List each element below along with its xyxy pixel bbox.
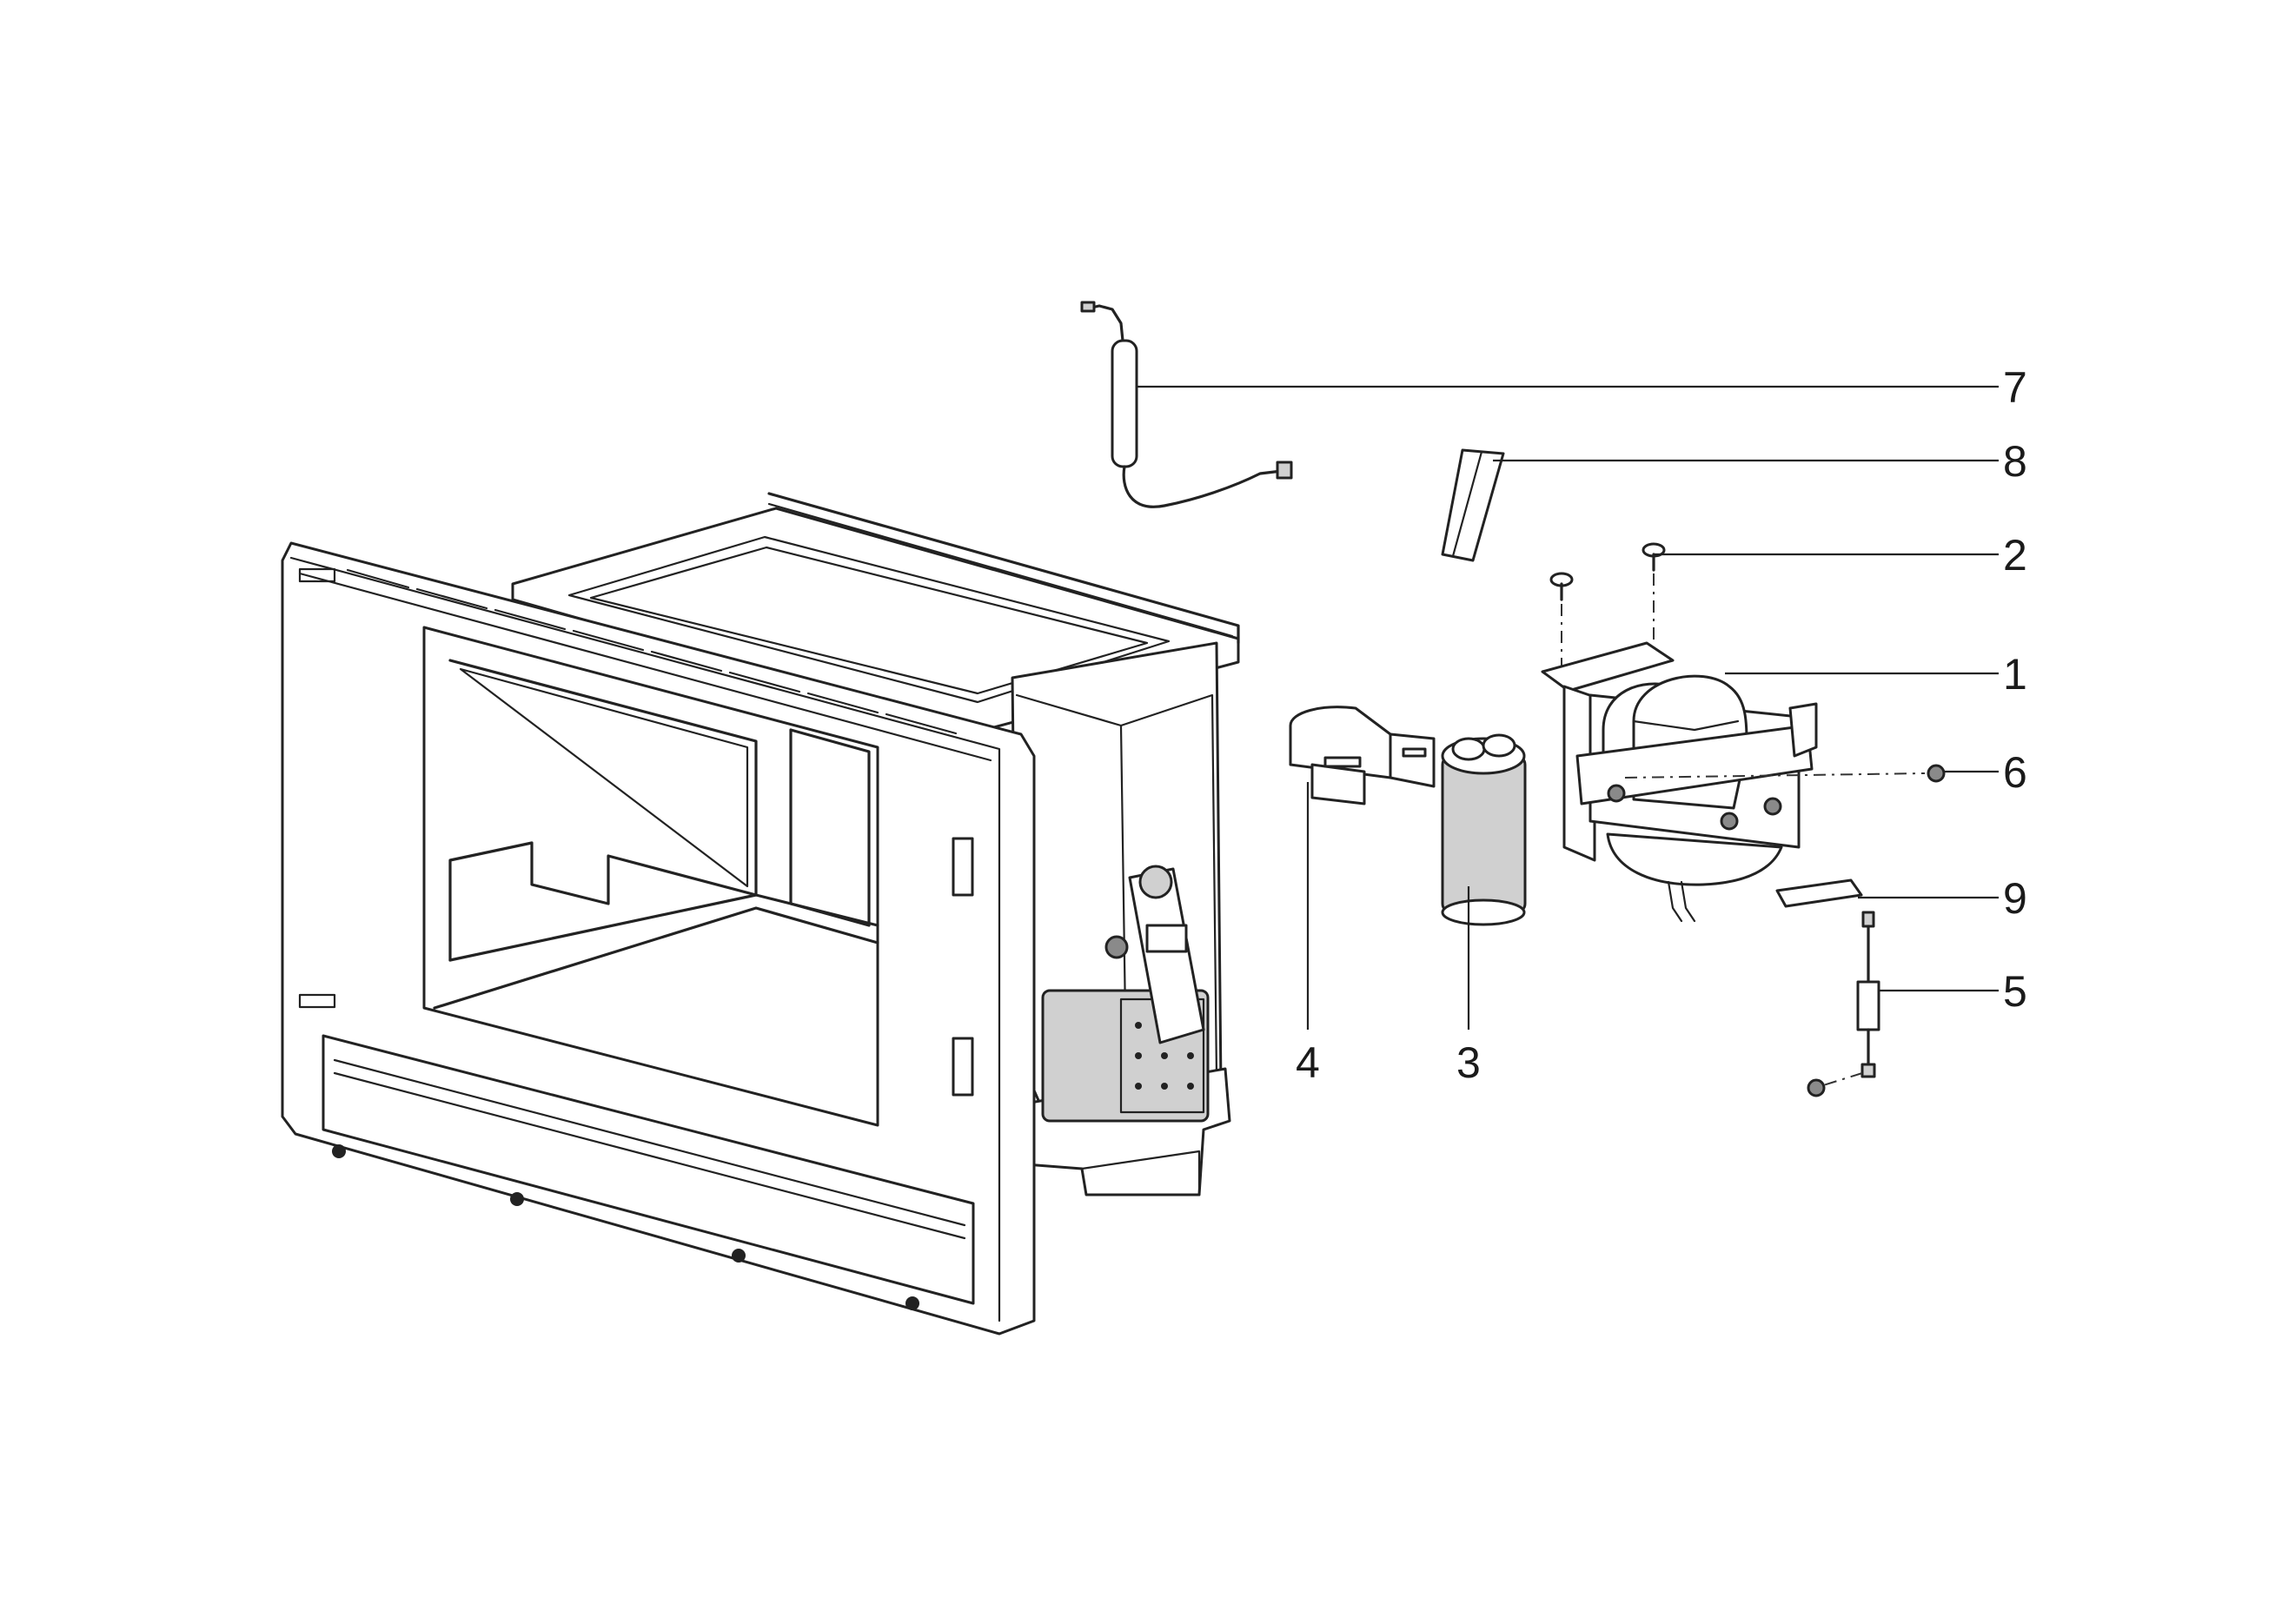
cavity-back-wall-inner bbox=[459, 667, 749, 888]
callout-8: 8 bbox=[2003, 437, 2027, 486]
transformer-leads-2 bbox=[1680, 880, 1696, 923]
frame-hinge-mark-top bbox=[298, 567, 336, 583]
callout-5: 5 bbox=[2003, 967, 2027, 1016]
part-8-spacer-fold bbox=[1451, 450, 1483, 558]
bottom-vent-panel-rail bbox=[333, 1058, 966, 1227]
transformer-screws bbox=[1607, 784, 1782, 831]
callout-7: 7 bbox=[2003, 363, 2027, 412]
screw-axis-6 bbox=[1624, 772, 1926, 779]
diode-top-terminal bbox=[1861, 911, 1875, 928]
fuse-lead-bottom bbox=[1122, 465, 1283, 508]
cavity-top-inset bbox=[567, 535, 1171, 704]
interlock-cam bbox=[1138, 865, 1173, 899]
part-2-screws bbox=[1549, 542, 1666, 686]
frame-latch-slot-top bbox=[952, 837, 974, 897]
front-window-opening bbox=[422, 626, 879, 1127]
callout-3: 3 bbox=[1456, 1038, 1481, 1087]
frame-top-vents bbox=[346, 568, 958, 735]
fuse-lead-top bbox=[1086, 304, 1124, 342]
diode-bottom-terminal bbox=[1860, 1063, 1876, 1078]
oven-cavity-assembly bbox=[281, 492, 1240, 1336]
callout-2: 2 bbox=[2003, 531, 2027, 580]
interlock-knob bbox=[1104, 935, 1129, 959]
callout-1: 1 bbox=[2003, 650, 2027, 699]
capacitor-bottom bbox=[1441, 898, 1526, 926]
front-frame-inner-edge bbox=[298, 572, 992, 762]
transformer-front-plate bbox=[1575, 724, 1814, 805]
bracket-tab bbox=[1389, 732, 1436, 788]
frame-latch-slot-bottom bbox=[952, 1037, 974, 1097]
cavity-top-inset-inner bbox=[589, 546, 1149, 695]
front-frame-edge bbox=[289, 556, 1001, 1322]
transformer-leads bbox=[1667, 880, 1683, 923]
cavity-top-rail bbox=[767, 492, 1240, 645]
cavity-top-rail-edge bbox=[767, 502, 1234, 638]
transformer-bracket-top bbox=[1541, 641, 1675, 693]
capacitor-terminal-left bbox=[1451, 737, 1486, 761]
leader-lines bbox=[1137, 385, 1999, 1030]
fuse-bottom-connector bbox=[1276, 461, 1293, 480]
diode-body bbox=[1856, 980, 1880, 1031]
callout-6: 6 bbox=[2003, 748, 2027, 797]
capacitor-terminal-right bbox=[1482, 733, 1516, 758]
diode-screw bbox=[1807, 1078, 1826, 1097]
bracket-mount-flange bbox=[1310, 763, 1366, 805]
tray-lip bbox=[1080, 1150, 1201, 1196]
callout-labels: 7 8 2 1 6 9 5 4 3 bbox=[1296, 363, 2027, 1087]
capacitor-body bbox=[1441, 754, 1527, 914]
part-9-spacer-top bbox=[1775, 889, 1788, 908]
part-9-spacer-block bbox=[1775, 878, 1863, 908]
bracket-slot bbox=[1323, 756, 1362, 768]
transformer-right-ear bbox=[1788, 702, 1818, 758]
part-5-diode bbox=[1807, 911, 1880, 1097]
side-panel-flange bbox=[1119, 693, 1218, 1079]
transformer-coil-seam bbox=[1632, 719, 1740, 732]
callout-9: 9 bbox=[2003, 874, 2027, 923]
part-4-capacitor-bracket bbox=[1289, 706, 1436, 805]
bottom-vent-tabs bbox=[332, 1144, 919, 1310]
part-6-nut bbox=[1927, 764, 1946, 783]
cavity-floor bbox=[448, 893, 879, 962]
cavity-right-wall bbox=[789, 728, 871, 927]
fuse-top-connector bbox=[1080, 301, 1096, 313]
bracket-slot-2 bbox=[1402, 747, 1427, 758]
transformer-base bbox=[1606, 832, 1783, 886]
callout-4: 4 bbox=[1296, 1038, 1320, 1087]
interlock-switch bbox=[1145, 924, 1188, 953]
part-1-transformer bbox=[1541, 641, 1926, 923]
bottom-vent-panel-rail-2 bbox=[333, 1071, 966, 1240]
cavity-back-wall bbox=[448, 659, 758, 962]
part-8-spacer bbox=[1441, 448, 1505, 562]
frame-hinge-mark-bottom bbox=[298, 993, 336, 1009]
fuse-body bbox=[1111, 339, 1138, 468]
bottom-vent-panel bbox=[322, 1034, 975, 1305]
cavity-floor-front bbox=[433, 906, 879, 1010]
part-7-fuse-harness bbox=[1080, 301, 1293, 508]
part-3-capacitor bbox=[1441, 733, 1527, 926]
